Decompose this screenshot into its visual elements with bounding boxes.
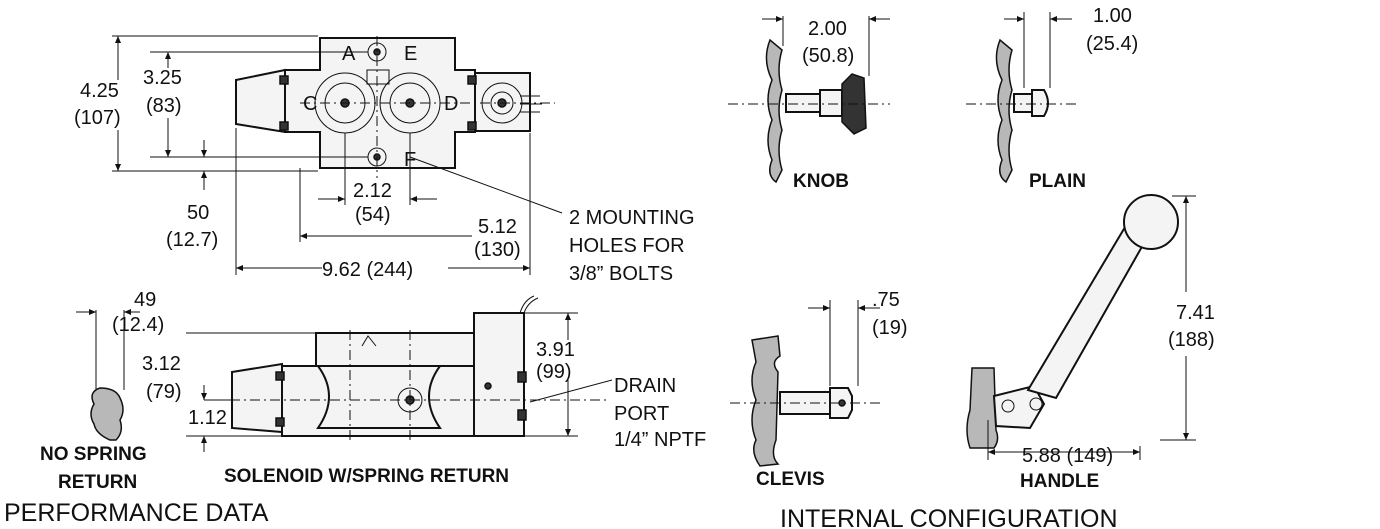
dim-height-side-mm: (79): [146, 381, 182, 403]
drain-note-line2: PORT: [614, 403, 669, 425]
dim-height-inner: 3.25: [143, 67, 182, 89]
no-spring-knob: [76, 309, 140, 441]
dim-height-side: 3.12: [142, 353, 181, 375]
plain-dim: 1.00: [1093, 5, 1132, 27]
performance-data-heading: PERFORMANCE DATA: [4, 499, 269, 527]
internal-configuration-heading: INTERNAL CONFIGURATION: [780, 505, 1118, 529]
clevis-label: CLEVIS: [756, 469, 825, 490]
dim-solenoid-h-mm: (99): [536, 361, 572, 383]
mounting-note-line3: 3/8” BOLTS: [569, 263, 673, 285]
handle-dim-h-mm: (188): [1168, 329, 1215, 351]
dim-height-inner-mm: (83): [146, 95, 182, 117]
handle-dim-w: 5.88 (149): [1022, 445, 1113, 467]
dim-height-total-mm: (107): [74, 107, 121, 129]
mounting-note-line2: HOLES FOR: [569, 235, 685, 257]
dim-knob-len-mm: (12.4): [112, 314, 164, 336]
clevis-handle: [730, 300, 880, 467]
knob-dim-mm: (50.8): [802, 45, 854, 67]
caption-solenoid: SOLENOID W/SPRING RETURN: [224, 466, 509, 487]
dim-base: 1.12: [188, 407, 227, 429]
port-d-label: D: [444, 93, 458, 115]
handle-label: HANDLE: [1020, 471, 1099, 492]
dim-mount-spacing: 5.12: [478, 216, 517, 238]
top-view-valve: [235, 36, 555, 178]
caption-no-spring-line1: NO SPRING: [40, 444, 147, 465]
top-view-dimensions: [112, 35, 563, 275]
port-e-label: E: [404, 43, 417, 65]
dim-port-spacing-mm: (54): [355, 204, 391, 226]
dim-offset: 50: [187, 202, 209, 224]
drain-note-line3: 1/4” NPTF: [614, 429, 706, 451]
side-view-dimensions: [186, 312, 613, 452]
port-a-label: A: [342, 43, 356, 65]
dim-solenoid-h: 3.91: [536, 339, 575, 361]
dim-length: 9.62 (244): [322, 259, 413, 281]
dim-knob-len: 49: [134, 289, 156, 311]
plain-handle: [966, 12, 1080, 184]
caption-no-spring-line2: RETURN: [58, 472, 137, 493]
port-f-label: F: [404, 149, 416, 171]
drain-note-line1: DRAIN: [614, 375, 676, 397]
knob-handle: [728, 16, 890, 184]
handle-dim-h: 7.41: [1176, 302, 1215, 324]
dim-mount-spacing-mm: (130): [474, 239, 521, 261]
mounting-note-line1: 2 MOUNTING: [569, 207, 695, 229]
plain-dim-mm: (25.4): [1086, 33, 1138, 55]
dim-offset-mm: (12.7): [166, 229, 218, 251]
port-c-label: C: [303, 93, 317, 115]
knob-label: KNOB: [793, 171, 849, 192]
dim-port-spacing: 2.12: [353, 180, 392, 202]
plain-label: PLAIN: [1029, 171, 1086, 192]
clevis-dim-mm: (19): [872, 317, 908, 339]
dim-height-total: 4.25: [80, 80, 119, 102]
clevis-dim: .75: [872, 289, 900, 311]
side-view-valve: [210, 295, 610, 440]
knob-dim: 2.00: [808, 18, 847, 40]
lever-handle: [966, 194, 1196, 460]
